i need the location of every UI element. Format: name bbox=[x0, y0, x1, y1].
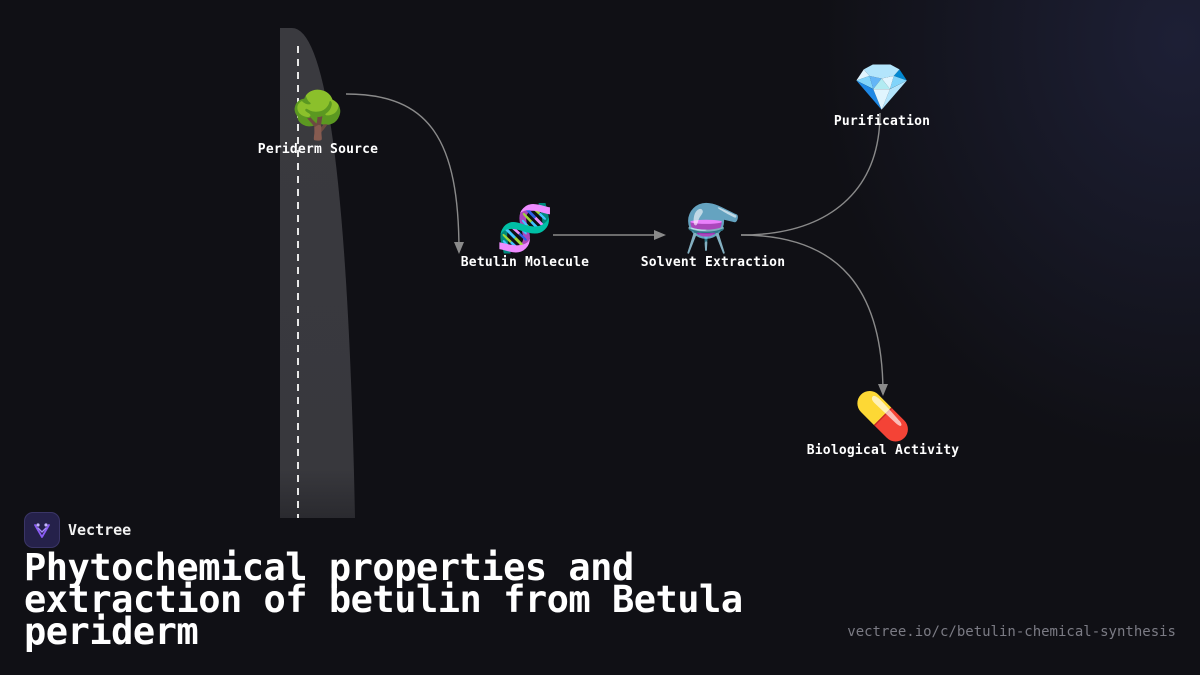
node-solvent-extraction: ⚗️ Solvent Extraction bbox=[641, 201, 785, 270]
tree-icon: 🌳 bbox=[289, 88, 347, 142]
node-label: Solvent Extraction bbox=[640, 255, 786, 270]
pill-icon: 💊 bbox=[854, 389, 912, 443]
vectree-logo-icon bbox=[24, 512, 60, 548]
dna-icon: 🧬 bbox=[496, 201, 554, 255]
brand[interactable]: Vectree bbox=[24, 512, 131, 548]
edge-extraction-to-activity bbox=[740, 234, 888, 396]
edge-periderm-to-betulin bbox=[345, 93, 464, 254]
node-betulin-molecule: 🧬 Betulin Molecule bbox=[461, 201, 589, 270]
brand-name: Vectree bbox=[68, 521, 132, 539]
node-label: Purification bbox=[833, 114, 931, 129]
alembic-icon: ⚗️ bbox=[684, 201, 742, 255]
node-label: Periderm Source bbox=[257, 142, 379, 157]
node-label: Biological Activity bbox=[806, 443, 960, 458]
node-biological-activity: 💊 Biological Activity bbox=[807, 389, 960, 458]
gem-icon: 💎 bbox=[853, 60, 911, 114]
edge-extraction-to-purification bbox=[740, 112, 881, 236]
page-title: Phytochemical properties and extraction … bbox=[24, 546, 743, 653]
node-purification: 💎 Purification bbox=[834, 60, 930, 129]
node-periderm-source: 🌳 Periderm Source bbox=[258, 88, 378, 157]
source-url[interactable]: vectree.io/c/betulin-chemical-synthesis bbox=[847, 624, 1176, 640]
node-label: Betulin Molecule bbox=[460, 255, 590, 270]
